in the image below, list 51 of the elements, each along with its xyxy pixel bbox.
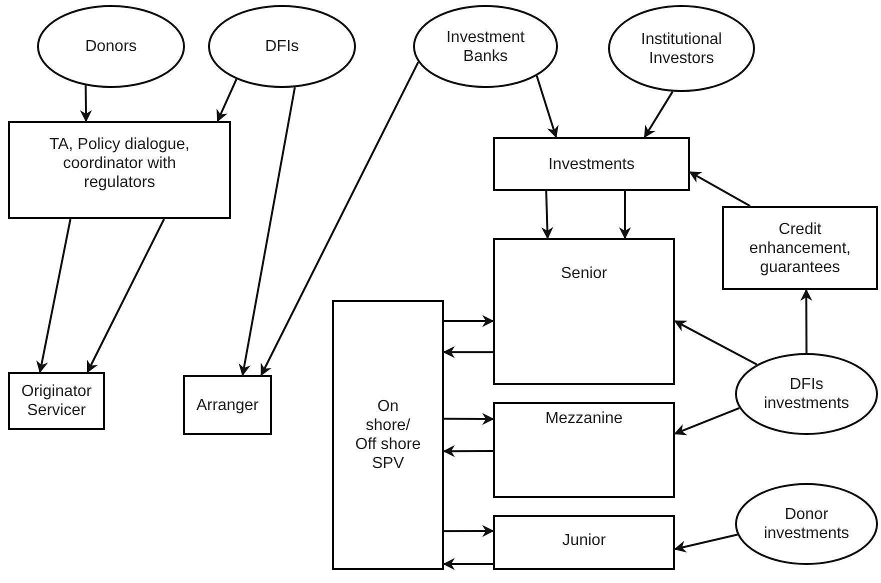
ellipse-node	[735, 353, 878, 435]
arrow	[674, 407, 740, 436]
arrow	[688, 171, 751, 207]
node-label: Mezzanine	[545, 409, 623, 428]
arrow	[216, 78, 238, 122]
arrow	[800, 288, 812, 353]
node-label: Donor investments	[762, 505, 850, 543]
arrow	[80, 85, 92, 122]
node-label: Institutional Investors	[640, 30, 723, 68]
ellipse-node	[413, 5, 558, 88]
node-label: Originator Servicer	[20, 382, 93, 420]
process-box	[332, 300, 444, 570]
process-box	[493, 402, 675, 498]
process-box	[493, 515, 675, 570]
node-label: Junior	[562, 531, 606, 550]
node-label: Credit enhancement, guarantees	[748, 220, 852, 276]
arrow	[536, 76, 559, 138]
node-label: DFIs	[265, 37, 299, 56]
arrow	[442, 445, 493, 458]
ellipse-node	[735, 483, 878, 565]
process-box	[722, 206, 878, 290]
ellipse-node	[608, 5, 755, 92]
arrow	[444, 412, 494, 425]
arrow	[541, 190, 554, 240]
process-box	[8, 121, 231, 219]
arrow	[86, 218, 165, 374]
ellipse-node	[208, 5, 356, 88]
node-label: Donors	[85, 37, 137, 56]
node-label: Senior	[560, 264, 608, 283]
arrow	[442, 346, 493, 358]
node-label: On shore/ Off shore SPV	[354, 397, 422, 473]
arrow	[674, 534, 738, 552]
node-label: DFIs investments	[762, 375, 850, 413]
arrow	[644, 91, 674, 138]
node-label: Investments	[548, 154, 635, 174]
arrow	[238, 87, 296, 376]
node-label: Arranger	[196, 396, 259, 414]
node-label: TA, Policy dialogue, coordinator with regulators	[48, 135, 191, 192]
arrow	[674, 320, 758, 366]
process-box	[493, 137, 690, 191]
ellipse-node	[37, 5, 185, 88]
arrow	[618, 191, 631, 240]
node-label: Investment Banks	[445, 28, 526, 66]
process-box	[183, 375, 272, 435]
arrow	[260, 62, 420, 376]
arrow	[442, 558, 493, 570]
arrow	[444, 315, 494, 328]
arrow	[36, 218, 72, 374]
arrow	[444, 525, 494, 537]
process-box	[493, 238, 675, 385]
process-box	[8, 372, 105, 430]
